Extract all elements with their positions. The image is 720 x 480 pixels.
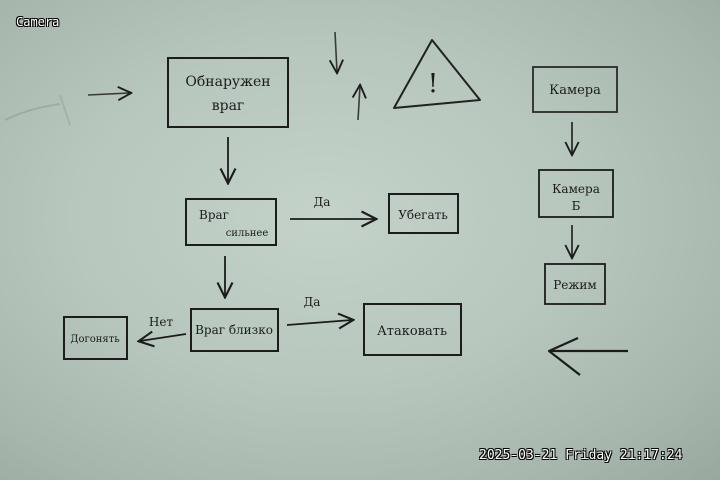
camera-label: Camera: [16, 15, 60, 29]
down-arrow: [335, 31, 337, 72]
node-enemy-stronger: Враг сильнее: [185, 198, 277, 246]
node-enemy-near: Враг близко: [190, 308, 279, 352]
node-pursue: Догонять: [63, 316, 128, 360]
node-enemy-detected-line2: враг: [212, 98, 245, 114]
node-enemy-detected-line1: Обнаружен: [185, 74, 270, 90]
node-camera-b-line2: Б: [572, 199, 581, 213]
node-enemy-near-label: Враг близко: [195, 323, 273, 337]
node-enemy-stronger-line1: Враг: [199, 208, 229, 222]
left-arrow: [547, 336, 628, 376]
timestamp: 2025-03-21 Friday 21:17:24: [479, 448, 683, 463]
node-pursue-label: Догонять: [70, 334, 120, 345]
edge-label-yes-2: Да: [304, 295, 321, 309]
entry-arrow: [87, 93, 130, 95]
node-camera-a-label: Камера: [549, 83, 601, 98]
node-flee-label: Убегать: [398, 208, 448, 222]
arrow-near-to-pursue: [140, 334, 187, 341]
node-camera-b-line1: Камера: [552, 182, 600, 196]
warning-symbol: !: [428, 69, 438, 99]
node-camera-b: Камера Б: [538, 169, 614, 218]
edge-label-no: Нет: [149, 315, 174, 329]
node-enemy-stronger-line2: сильнее: [226, 228, 269, 239]
node-mode-label: Режим: [553, 278, 597, 292]
arrow-near-to-attack: [286, 320, 352, 325]
warning-icon: !: [393, 39, 481, 109]
node-mode: Режим: [544, 263, 606, 305]
board-smudge: [4, 103, 61, 121]
node-enemy-detected: Обнаружен враг: [167, 57, 289, 128]
board-smudge: [59, 94, 71, 126]
node-attack-label: Атаковать: [377, 324, 447, 339]
node-flee: Убегать: [388, 193, 459, 234]
up-arrow: [358, 86, 360, 121]
node-attack: Атаковать: [363, 303, 462, 356]
edge-label-yes-1: Да: [314, 195, 331, 209]
node-camera-a: Камера: [532, 66, 618, 113]
